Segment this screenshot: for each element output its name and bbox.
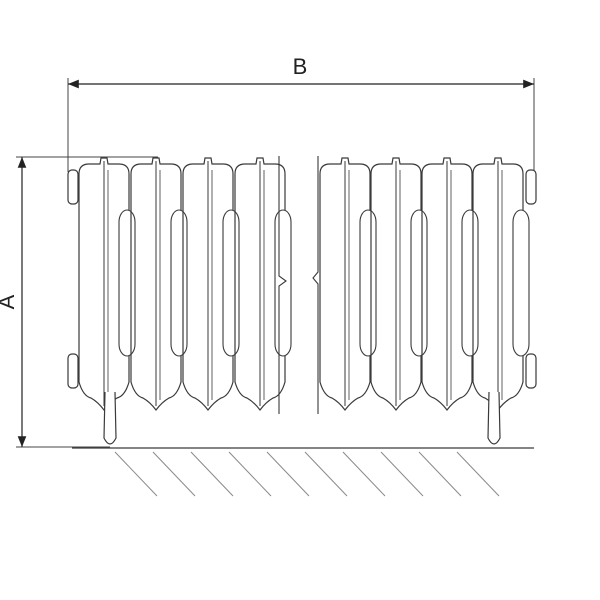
width-dimension: B <box>67 54 535 178</box>
hatch-line <box>228 451 272 497</box>
radiator-foot <box>103 391 117 445</box>
hatch-line <box>114 451 158 497</box>
radiator-section-1 <box>78 157 130 411</box>
bottom-hub-cap <box>525 353 537 389</box>
radiator-left-half <box>67 157 292 445</box>
top-hub-cap <box>525 169 537 205</box>
section-opening <box>170 209 188 357</box>
radiator-foot <box>487 391 501 445</box>
height-label: A <box>0 294 19 309</box>
section-opening <box>359 209 377 357</box>
hatch-line <box>304 451 348 497</box>
floor <box>72 447 534 497</box>
section-opening <box>222 209 240 357</box>
hatch-line <box>152 451 196 497</box>
break-line-right <box>312 156 319 414</box>
radiator-right-half <box>319 157 537 445</box>
height-dimension: A <box>0 156 158 448</box>
hatch-line <box>342 451 386 497</box>
hatch-line <box>266 451 310 497</box>
radiator-section-4 <box>472 157 524 411</box>
section-opening <box>118 209 136 357</box>
hatch-line <box>380 451 424 497</box>
hatch-line <box>418 451 462 497</box>
break-line-left <box>278 156 287 414</box>
radiator-section-2 <box>370 157 422 411</box>
section-opening <box>410 209 428 357</box>
hatch-line <box>456 451 500 497</box>
break-lines <box>278 156 319 414</box>
section-opening <box>512 209 530 357</box>
radiator-section-1 <box>319 157 371 411</box>
bottom-hub-cap <box>67 353 79 389</box>
radiator-section-3 <box>182 157 234 411</box>
radiator-section-4 <box>234 157 286 411</box>
floor-hatching <box>114 451 500 497</box>
width-label: B <box>293 54 308 79</box>
section-opening <box>461 209 479 357</box>
radiator-section-3 <box>421 157 473 411</box>
top-hub-cap <box>67 169 79 205</box>
radiator-section-2 <box>130 157 182 411</box>
hatch-line <box>190 451 234 497</box>
